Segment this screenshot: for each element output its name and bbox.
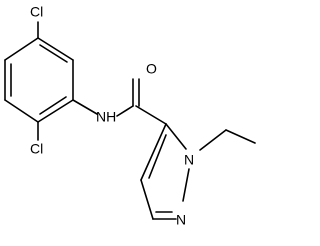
ring-bond xyxy=(140,123,167,181)
ring-bond xyxy=(4,37,39,61)
ring-bond xyxy=(37,37,74,61)
ring-double-bond xyxy=(39,44,68,63)
ring-bond xyxy=(37,99,74,123)
ethyl-bond xyxy=(225,129,256,144)
ring-bond xyxy=(4,99,39,123)
aryl-n-bond xyxy=(72,99,98,115)
atom-label-pyrazole-n2: N xyxy=(176,212,186,228)
molecule-drawing: Cl Cl NH O N N xyxy=(4,4,256,228)
ethyl-bond xyxy=(199,129,227,151)
n-n-bond xyxy=(182,168,190,202)
structure-canvas: Cl Cl NH O N N xyxy=(4,4,256,228)
ring-double-bond xyxy=(39,96,67,115)
dichlorophenyl-ring xyxy=(4,37,74,123)
n-carbonyl-bond xyxy=(116,105,134,117)
atom-label-pyrazole-n1: N xyxy=(184,152,194,168)
atom-label-amide-n: NH xyxy=(96,109,116,125)
atom-label-cl-top: Cl xyxy=(30,4,43,20)
atom-label-carbonyl-o: O xyxy=(146,61,157,77)
ring-bond xyxy=(165,123,187,150)
atom-label-cl-bottom: Cl xyxy=(30,141,43,157)
ring-double-bond xyxy=(148,134,167,179)
pyrazole-ring xyxy=(140,123,190,220)
carbonyl-ring-bond xyxy=(135,105,167,125)
ring-bond xyxy=(140,179,154,220)
